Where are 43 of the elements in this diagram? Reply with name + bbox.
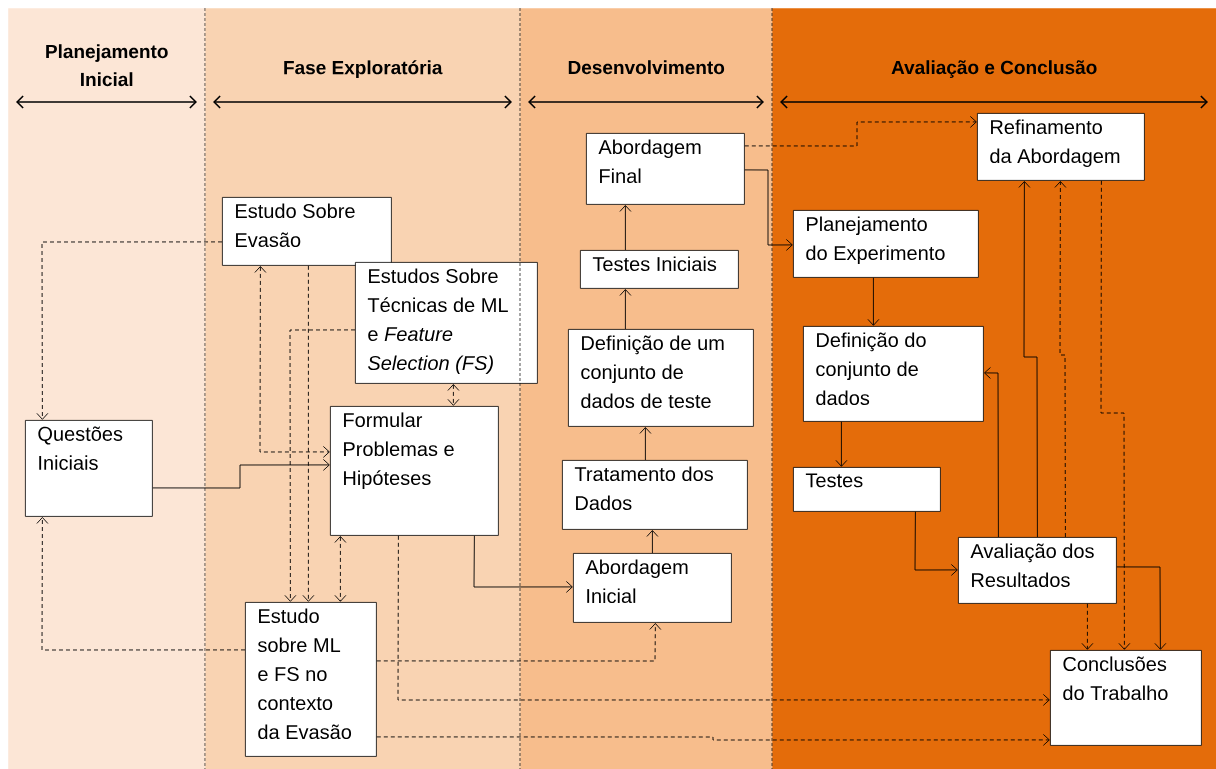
process-box: Formular Problemas e Hipóteses bbox=[330, 406, 499, 536]
process-box: Abordagem Inicial bbox=[573, 553, 732, 623]
arrow bbox=[334, 536, 347, 602]
arrow bbox=[36, 241, 223, 420]
process-box: Estudo Sobre Evasão bbox=[222, 197, 392, 266]
arrow bbox=[619, 289, 632, 330]
process-box: Conclusões do Trabalho bbox=[1050, 650, 1202, 746]
arrow bbox=[984, 367, 999, 538]
arrow bbox=[835, 421, 848, 467]
arrow bbox=[1116, 566, 1167, 650]
process-box: Definição do conjunto de dados bbox=[803, 326, 984, 422]
arrow bbox=[619, 205, 632, 251]
process-box: Avaliação dos Resultados bbox=[958, 537, 1117, 604]
process-box: Tratamento dos Dados bbox=[562, 460, 748, 530]
process-box: Estudos Sobre Técnicas de ML e Feature Selection (FS) bbox=[355, 262, 538, 384]
arrow bbox=[1054, 181, 1067, 538]
arrow bbox=[1100, 180, 1131, 650]
arrow bbox=[376, 623, 662, 662]
process-box: Testes Iniciais bbox=[580, 250, 739, 289]
arrow bbox=[302, 265, 315, 602]
process-box: Questões Iniciais bbox=[25, 420, 153, 517]
arrow bbox=[397, 535, 1050, 706]
process-box: Planejamento do Experimento bbox=[793, 210, 979, 278]
process-box: Refinamento da Abordagem bbox=[977, 113, 1145, 181]
process-box: Estudo sobre ML e FS no contexto da Evasão bbox=[245, 602, 377, 757]
arrow bbox=[284, 329, 356, 602]
arrow bbox=[376, 733, 1050, 746]
arrow bbox=[1081, 603, 1094, 650]
process-box: Definição de um conjunto de dados de teste bbox=[568, 329, 754, 427]
arrow bbox=[646, 530, 659, 554]
arrow bbox=[639, 427, 652, 461]
process-box: Abordagem Final bbox=[586, 133, 745, 205]
arrow bbox=[744, 169, 793, 251]
arrow bbox=[867, 277, 880, 326]
arrow bbox=[36, 517, 246, 651]
process-box: Testes bbox=[793, 467, 941, 512]
arrow bbox=[1018, 181, 1038, 538]
arrow bbox=[254, 266, 330, 458]
arrow bbox=[447, 384, 460, 406]
arrow bbox=[152, 458, 330, 489]
arrow bbox=[914, 511, 958, 576]
arrow bbox=[744, 115, 977, 147]
arrow bbox=[473, 535, 573, 593]
